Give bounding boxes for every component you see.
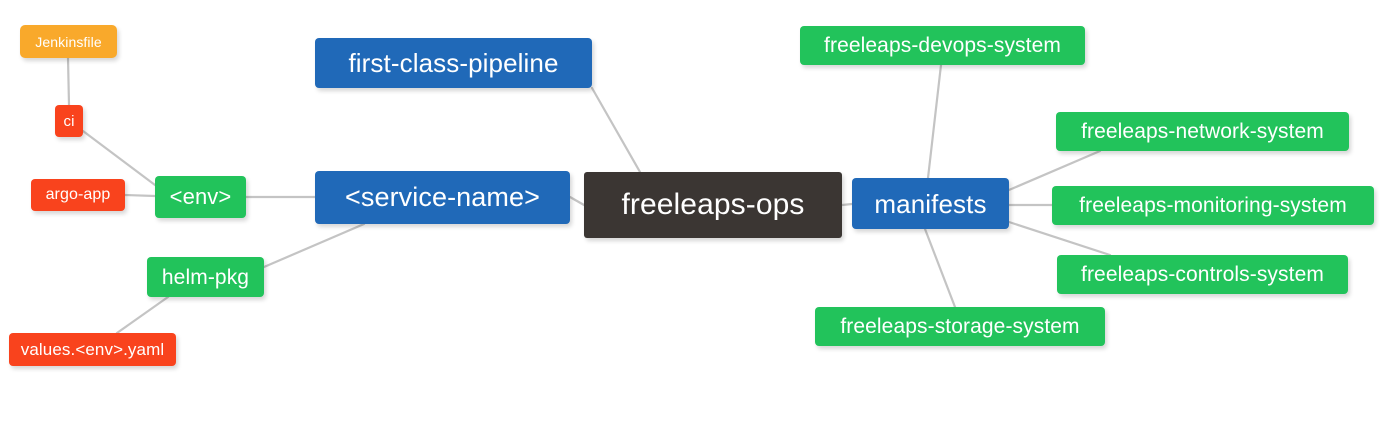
- node-freeleaps-monitoring-system[interactable]: freeleaps-monitoring-system: [1052, 186, 1374, 225]
- edge-ops-first-class-pipeline: [590, 86, 642, 174]
- edge-service-name-helm-pkg: [262, 222, 366, 269]
- node-label: first-class-pipeline: [348, 48, 559, 78]
- edge-ops-manifests: [840, 202, 854, 207]
- node-values-env-yaml[interactable]: values.<env>.yaml: [9, 333, 176, 366]
- edge-env-argo-app: [123, 193, 157, 198]
- node-label: freeleaps-storage-system: [840, 315, 1080, 338]
- node-label: Jenkinsfile: [35, 33, 102, 50]
- node-label: freeleaps-ops: [621, 188, 805, 221]
- node-freeleaps-devops-system[interactable]: freeleaps-devops-system: [800, 26, 1085, 65]
- edge-ci-jenkinsfile: [66, 56, 71, 107]
- edge-ops-service-name: [568, 195, 586, 207]
- edge-env-ci: [81, 129, 157, 187]
- edge-helm-pkg-values: [115, 295, 170, 335]
- node-env[interactable]: <env>: [155, 176, 246, 218]
- node-label: manifests: [874, 188, 987, 219]
- node-freeleaps-network-system[interactable]: freeleaps-network-system: [1056, 112, 1349, 151]
- node-label: freeleaps-monitoring-system: [1079, 194, 1347, 217]
- node-freeleaps-controls-system[interactable]: freeleaps-controls-system: [1057, 255, 1348, 294]
- node-jenkinsfile[interactable]: Jenkinsfile: [20, 25, 117, 58]
- edge-manifests-devops: [926, 63, 943, 180]
- node-label: <service-name>: [345, 182, 540, 212]
- edge-manifests-controls: [1007, 220, 1112, 257]
- node-label: <env>: [169, 184, 232, 209]
- node-label: helm-pkg: [161, 265, 250, 289]
- node-label: argo-app: [45, 186, 111, 203]
- node-first-class-pipeline[interactable]: first-class-pipeline: [315, 38, 592, 88]
- node-label: freeleaps-devops-system: [824, 34, 1061, 57]
- node-label: ci: [63, 112, 75, 130]
- node-manifests[interactable]: manifests: [852, 178, 1009, 229]
- node-ci[interactable]: ci: [55, 105, 83, 137]
- node-helm-pkg[interactable]: helm-pkg: [147, 257, 264, 297]
- node-service-name[interactable]: <service-name>: [315, 171, 570, 224]
- node-argo-app[interactable]: argo-app: [31, 179, 125, 211]
- node-freeleaps-ops[interactable]: freeleaps-ops: [584, 172, 842, 238]
- node-freeleaps-storage-system[interactable]: freeleaps-storage-system: [815, 307, 1105, 346]
- node-label: freeleaps-network-system: [1081, 120, 1324, 143]
- edge-manifests-network: [1007, 149, 1102, 192]
- node-label: values.<env>.yaml: [20, 340, 165, 359]
- edge-manifests-storage: [923, 227, 957, 309]
- node-label: freeleaps-controls-system: [1081, 263, 1324, 286]
